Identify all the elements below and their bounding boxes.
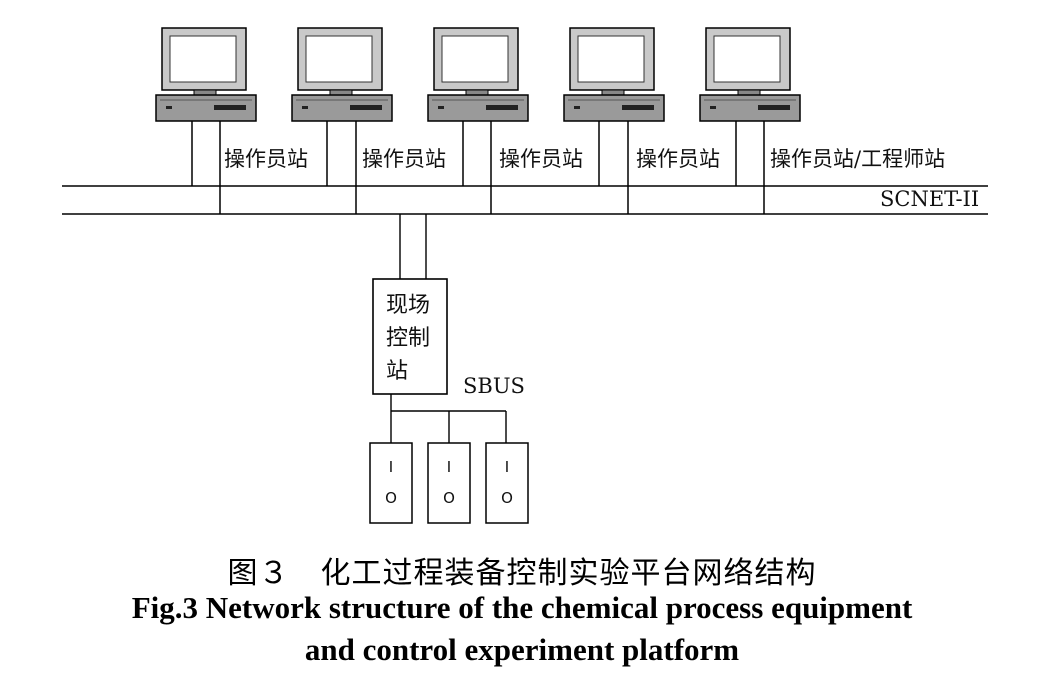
svg-text:I: I xyxy=(389,458,393,476)
svg-text:I: I xyxy=(447,458,451,476)
io-module: I O xyxy=(369,442,413,524)
io-modules: I O I O I O xyxy=(369,442,529,524)
control-station-line: 站 xyxy=(386,359,408,384)
station-label: 操作员站/工程师站 xyxy=(770,147,945,171)
svg-text:O: O xyxy=(501,489,513,507)
station-label: 操作员站 xyxy=(636,147,720,171)
io-module: I O xyxy=(427,442,471,524)
station-labels: 操作员站 操作员站 操作员站 操作员站 操作员站/工程师站 xyxy=(224,147,945,171)
computer xyxy=(427,27,529,214)
computer xyxy=(563,27,665,214)
computer xyxy=(291,27,393,214)
bus-label: SBUS xyxy=(463,374,525,398)
caption-chinese: 图３ 化工过程装备控制实验平台网络结构 xyxy=(227,556,817,591)
svg-text:I: I xyxy=(505,458,509,476)
network-diagram: 操作员站 操作员站 操作员站 操作员站 操作员站/工程师站 SCNET-II 现… xyxy=(62,27,988,524)
network-label: SCNET-II xyxy=(880,187,979,211)
control-station-box xyxy=(372,278,448,395)
station-label: 操作员站 xyxy=(499,147,583,171)
control-station-line: 控制 xyxy=(386,326,430,351)
operator-stations xyxy=(155,27,801,214)
sbus xyxy=(390,394,507,443)
caption-english-line-1: Fig.3 Network structure of the chemical … xyxy=(131,590,913,625)
station-label: 操作员站 xyxy=(362,147,446,171)
field-control-station: 现场 控制 站 xyxy=(372,214,448,395)
svg-text:O: O xyxy=(385,489,397,507)
computer xyxy=(155,27,257,214)
network-bus xyxy=(62,185,988,215)
station-label: 操作员站 xyxy=(224,147,308,171)
io-module: I O xyxy=(485,442,529,524)
control-station-line: 现场 xyxy=(386,293,430,318)
caption-english-line-2: and control experiment platform xyxy=(304,632,740,667)
computer xyxy=(699,27,801,214)
svg-text:O: O xyxy=(443,489,455,507)
